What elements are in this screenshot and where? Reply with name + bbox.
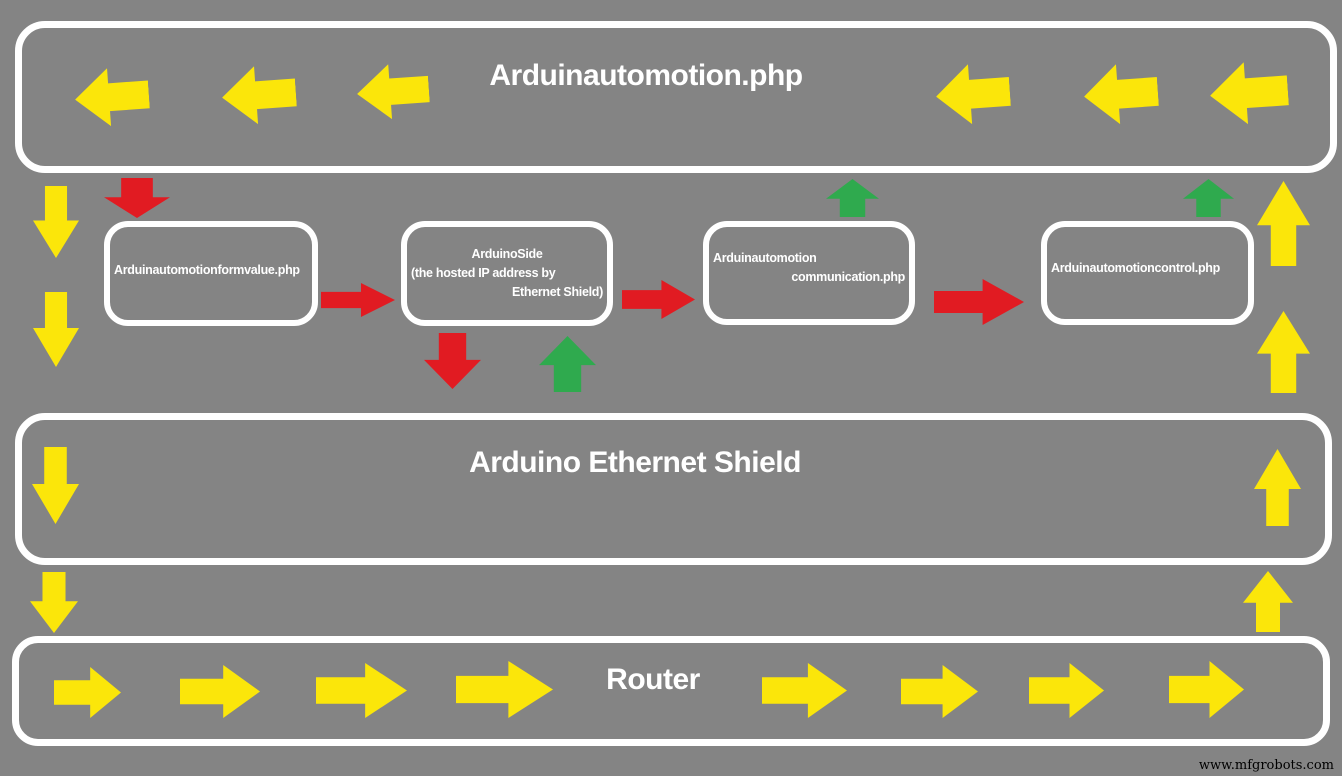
node-arduinautomotioncontrol-php: Arduinautomotioncontrol.php <box>1041 221 1254 325</box>
arrow-up-icon <box>1257 181 1310 266</box>
arrow-up-icon <box>1183 179 1234 217</box>
watermark-text: www.mfgrobots.com <box>1198 758 1334 773</box>
arrow-up-icon <box>1243 571 1293 632</box>
ethernet-shield-title: Arduino Ethernet Shield <box>469 446 801 479</box>
arrow-up-icon <box>826 179 879 217</box>
arrow-down-icon <box>424 333 481 389</box>
node-arduinautomotion-php <box>15 21 1337 173</box>
node-arduinautomotionformvalue-php: Arduinautomotionformvalue.php <box>104 221 318 326</box>
node-label: Arduinautomotioncontrol.php <box>1051 260 1220 275</box>
node-label: communication.php <box>791 270 905 284</box>
node-label: Arduinautomotion <box>713 251 817 265</box>
node-label: Arduinautomotionformvalue.php <box>114 263 300 277</box>
node-label: ArduinoSide <box>471 247 543 261</box>
router-title: Router <box>606 663 700 696</box>
arrow-up-icon <box>1257 311 1310 393</box>
node-label: (the hosted IP address by <box>411 266 556 280</box>
arrow-up-icon <box>539 336 596 392</box>
arrow-right-icon <box>934 279 1024 325</box>
node-label: Ethernet Shield) <box>511 285 603 299</box>
arrow-down-icon <box>33 186 79 258</box>
node-arduino-ethernet-shield <box>15 413 1332 565</box>
arrow-down-icon <box>30 572 78 633</box>
top-layer-title: Arduinautomotion.php <box>489 59 803 92</box>
node-arduinoside: ArduinoSide (the hosted IP address by Et… <box>401 221 613 326</box>
arrow-down-icon <box>104 178 170 218</box>
node-router <box>12 636 1330 746</box>
node-arduinautomotion-communication-php: Arduinautomotion communication.php <box>703 221 915 325</box>
arrow-down-icon <box>33 292 79 367</box>
arrow-right-icon <box>321 283 395 317</box>
arrow-right-icon <box>622 280 695 319</box>
